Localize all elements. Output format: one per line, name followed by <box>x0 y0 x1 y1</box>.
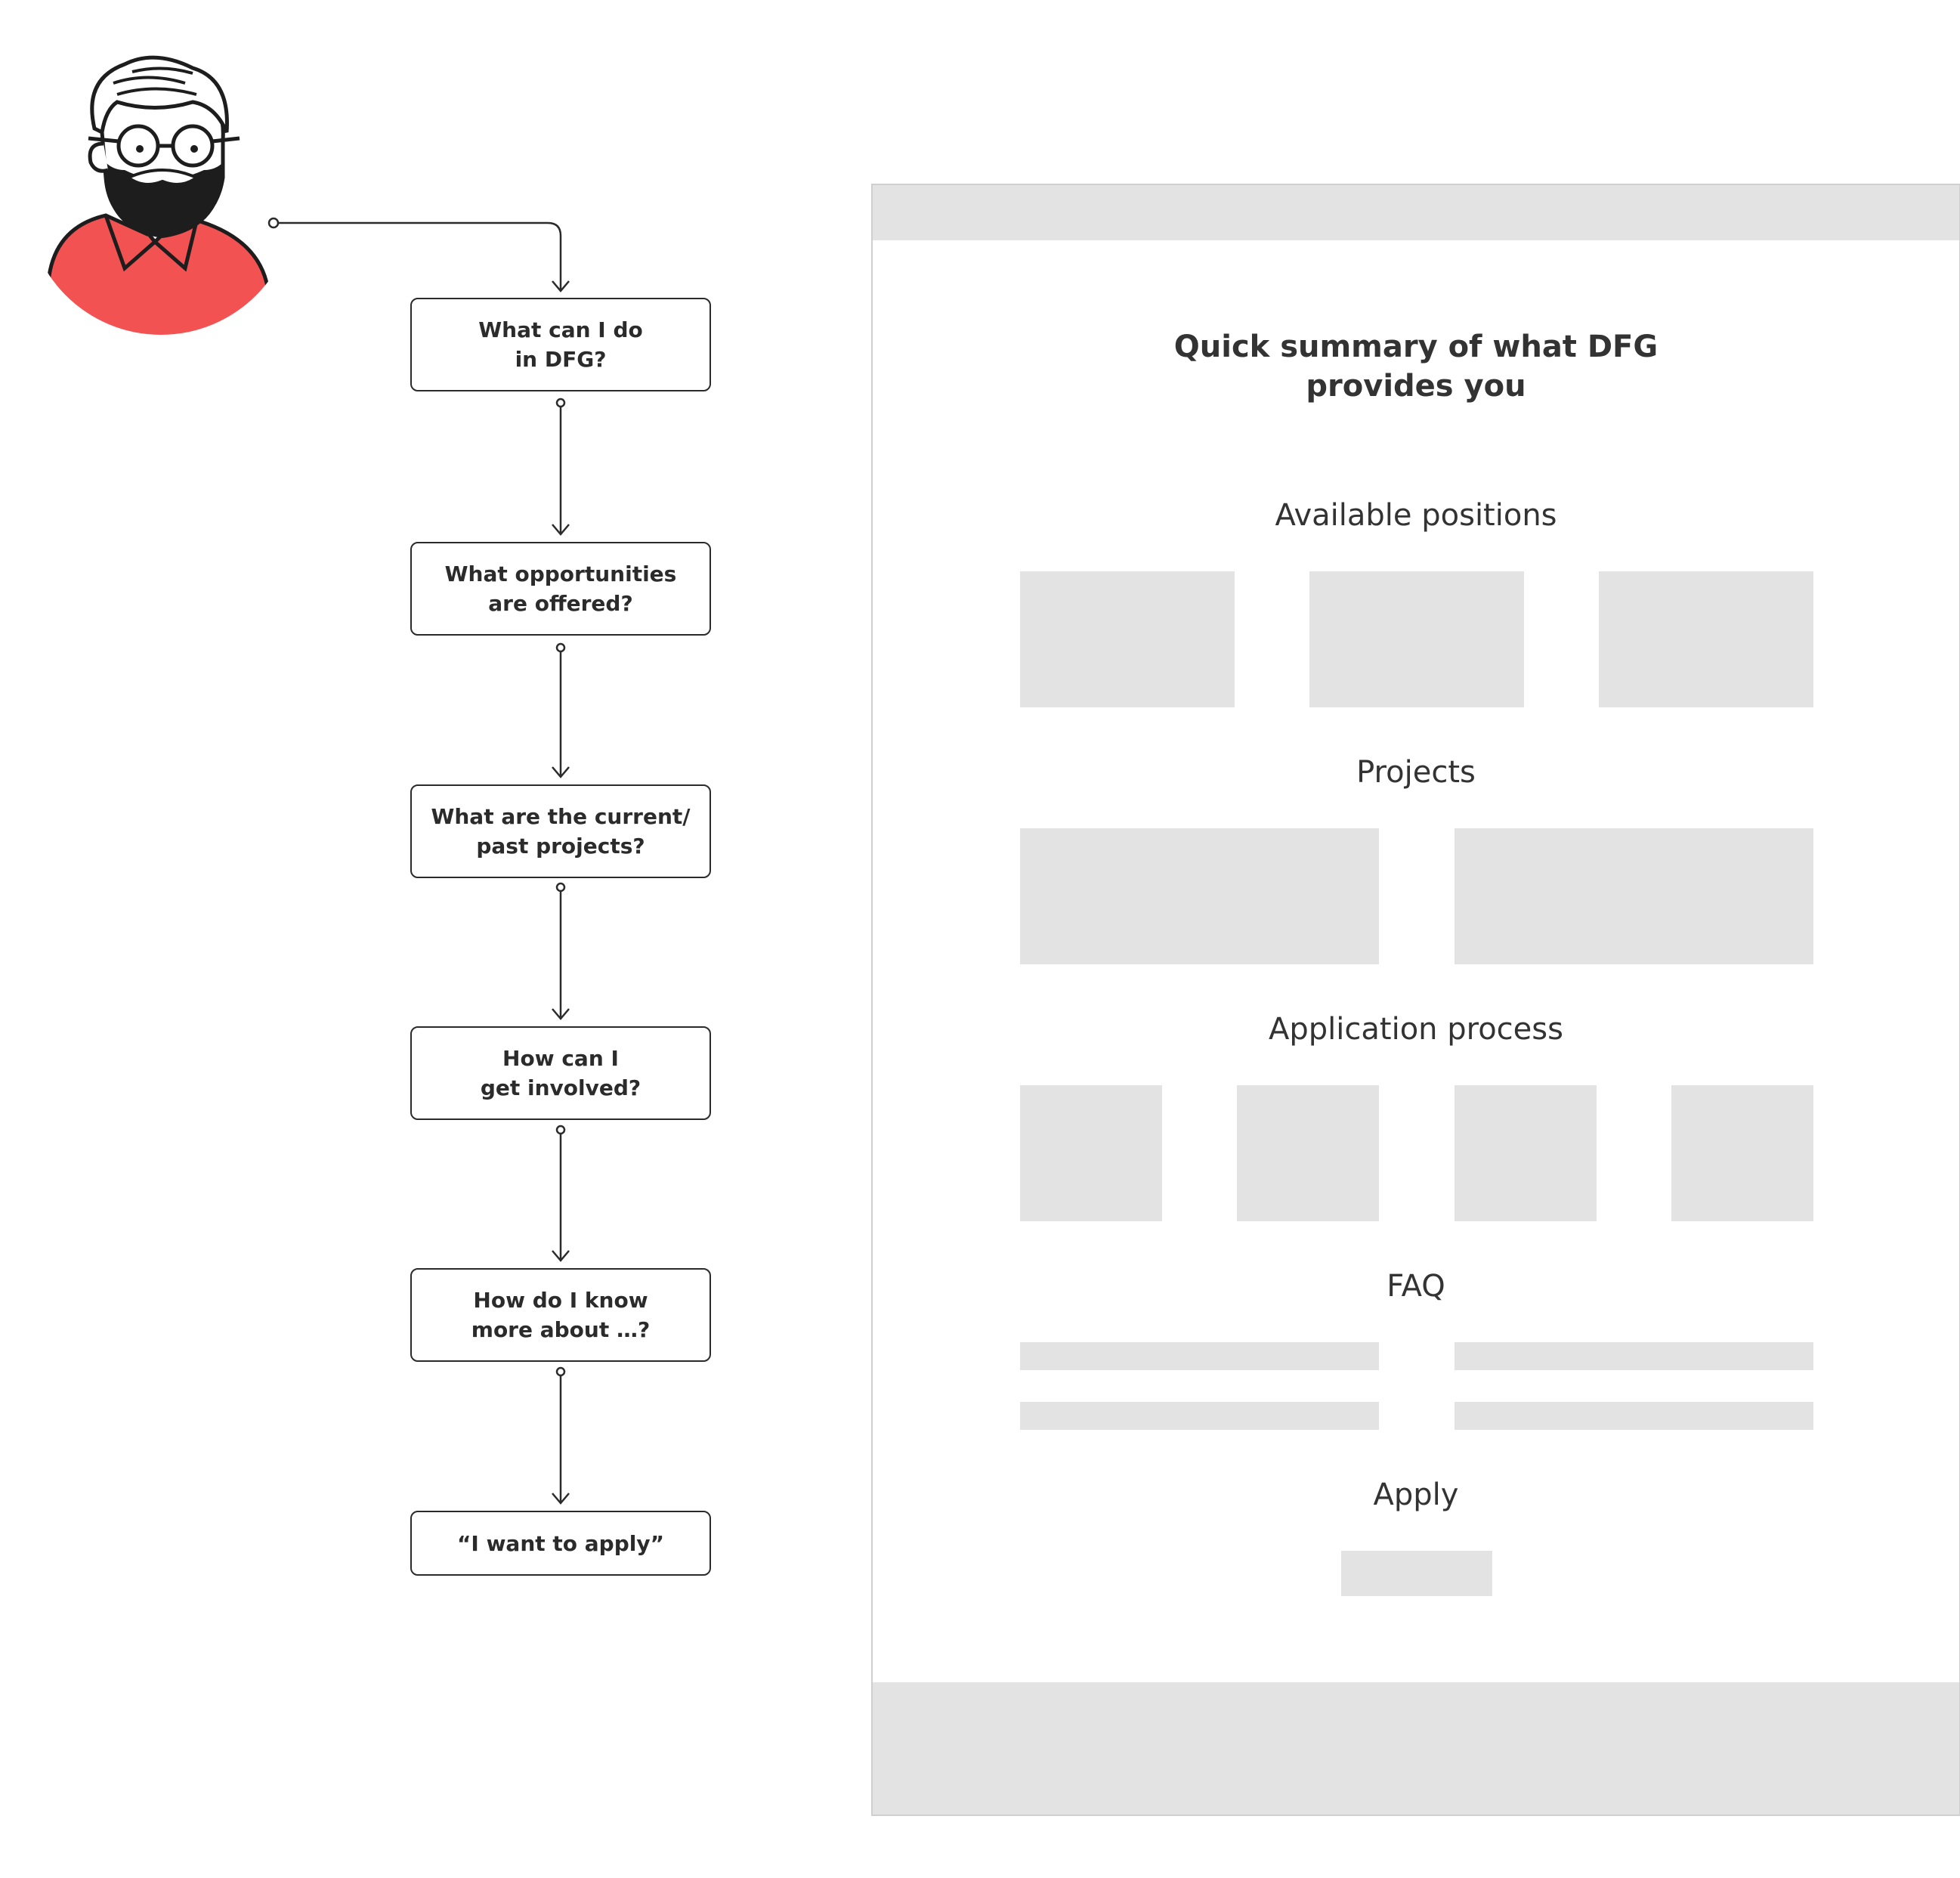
position-card <box>1020 571 1235 707</box>
faq-item <box>1020 1342 1379 1370</box>
faq-item <box>1455 1402 1813 1430</box>
flow-step-opportunities: What opportunities are offered? <box>410 542 711 636</box>
user-avatar-illustration <box>42 55 268 335</box>
section-heading-positions: Available positions <box>1275 498 1557 533</box>
project-card <box>1455 828 1813 964</box>
section-heading-projects: Projects <box>1356 755 1476 790</box>
wireframe-header <box>873 185 1959 240</box>
flow-step-what-can-i-do: What can I do in DFG? <box>410 298 711 391</box>
section-heading-apply: Apply <box>1373 1477 1459 1512</box>
application-step-card <box>1455 1085 1597 1221</box>
section-heading-faq: FAQ <box>1387 1269 1445 1304</box>
flow-step-know-more: How do I know more about …? <box>410 1268 711 1362</box>
page-wireframe: Quick summary of what DFG provides you A… <box>871 184 1960 1816</box>
wireframe-title: Quick summary of what DFG provides you <box>1173 330 1659 404</box>
faq-item <box>1020 1402 1379 1430</box>
flow-step-get-involved: How can I get involved? <box>410 1026 711 1120</box>
application-step-card <box>1020 1085 1162 1221</box>
position-card <box>1599 571 1813 707</box>
application-step-card <box>1671 1085 1813 1221</box>
wireframe-footer <box>873 1682 1959 1815</box>
flow-step-projects: What are the current/ past projects? <box>410 784 711 878</box>
project-card <box>1020 828 1379 964</box>
section-heading-application: Application process <box>1269 1012 1563 1047</box>
faq-item <box>1455 1342 1813 1370</box>
avatar-hair <box>90 55 229 135</box>
flow-step-apply: “I want to apply” <box>410 1511 711 1576</box>
application-step-card <box>1237 1085 1379 1221</box>
position-card <box>1309 571 1524 707</box>
apply-button-placeholder <box>1341 1551 1492 1596</box>
